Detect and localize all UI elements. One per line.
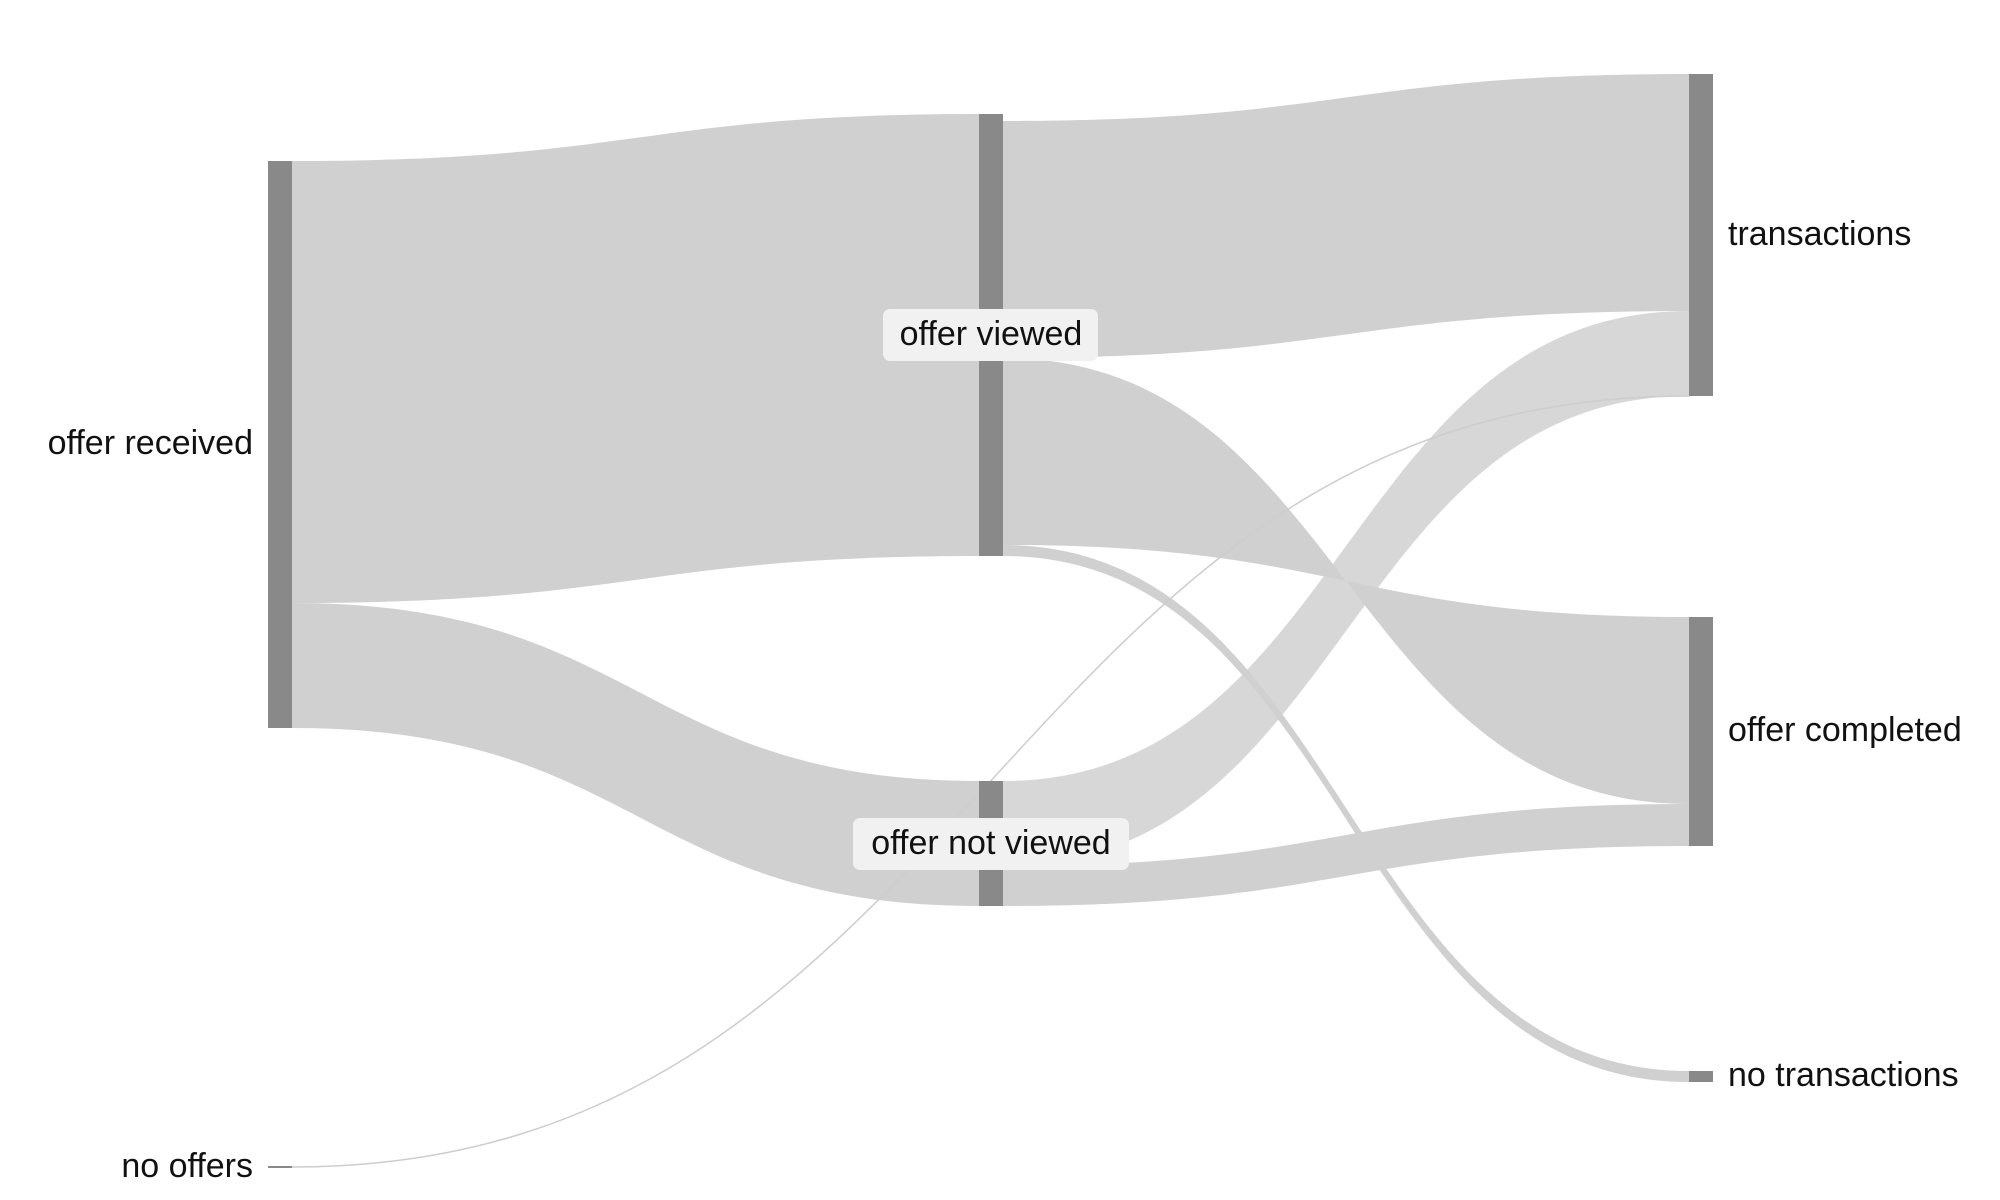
node-no-offers[interactable] (268, 1166, 292, 1168)
label-bg-offer-viewed (883, 309, 1098, 361)
label-no-transactions: no transactions (1728, 1056, 1959, 1094)
node-transactions[interactable] (1689, 74, 1713, 396)
label-no-offers: no offers (121, 1147, 253, 1185)
node-offer-received[interactable] (268, 161, 292, 728)
label-offer-viewed: offer viewed (900, 315, 1083, 353)
link-offer-received-to-offer-not-viewed[interactable] (292, 603, 979, 906)
link-offer-viewed-to-transactions[interactable] (1003, 74, 1689, 358)
node-no-transactions[interactable] (1689, 1071, 1713, 1082)
labels: offer received no offers offer viewed of… (48, 215, 1962, 1185)
link-offer-viewed-to-no-transactions[interactable] (1003, 545, 1689, 1082)
link-offer-received-to-offer-viewed[interactable] (292, 114, 979, 603)
label-offer-completed: offer completed (1728, 711, 1962, 749)
link-offer-not-viewed-to-transactions[interactable] (1003, 311, 1689, 866)
link-offer-not-viewed-to-offer-completed[interactable] (1003, 804, 1689, 906)
links (291, 74, 1690, 1168)
label-bg-offer-not-viewed (853, 818, 1129, 870)
label-transactions: transactions (1728, 215, 1911, 253)
label-offer-received: offer received (48, 424, 253, 462)
label-offer-not-viewed: offer not viewed (871, 824, 1110, 862)
node-offer-completed[interactable] (1689, 617, 1713, 846)
